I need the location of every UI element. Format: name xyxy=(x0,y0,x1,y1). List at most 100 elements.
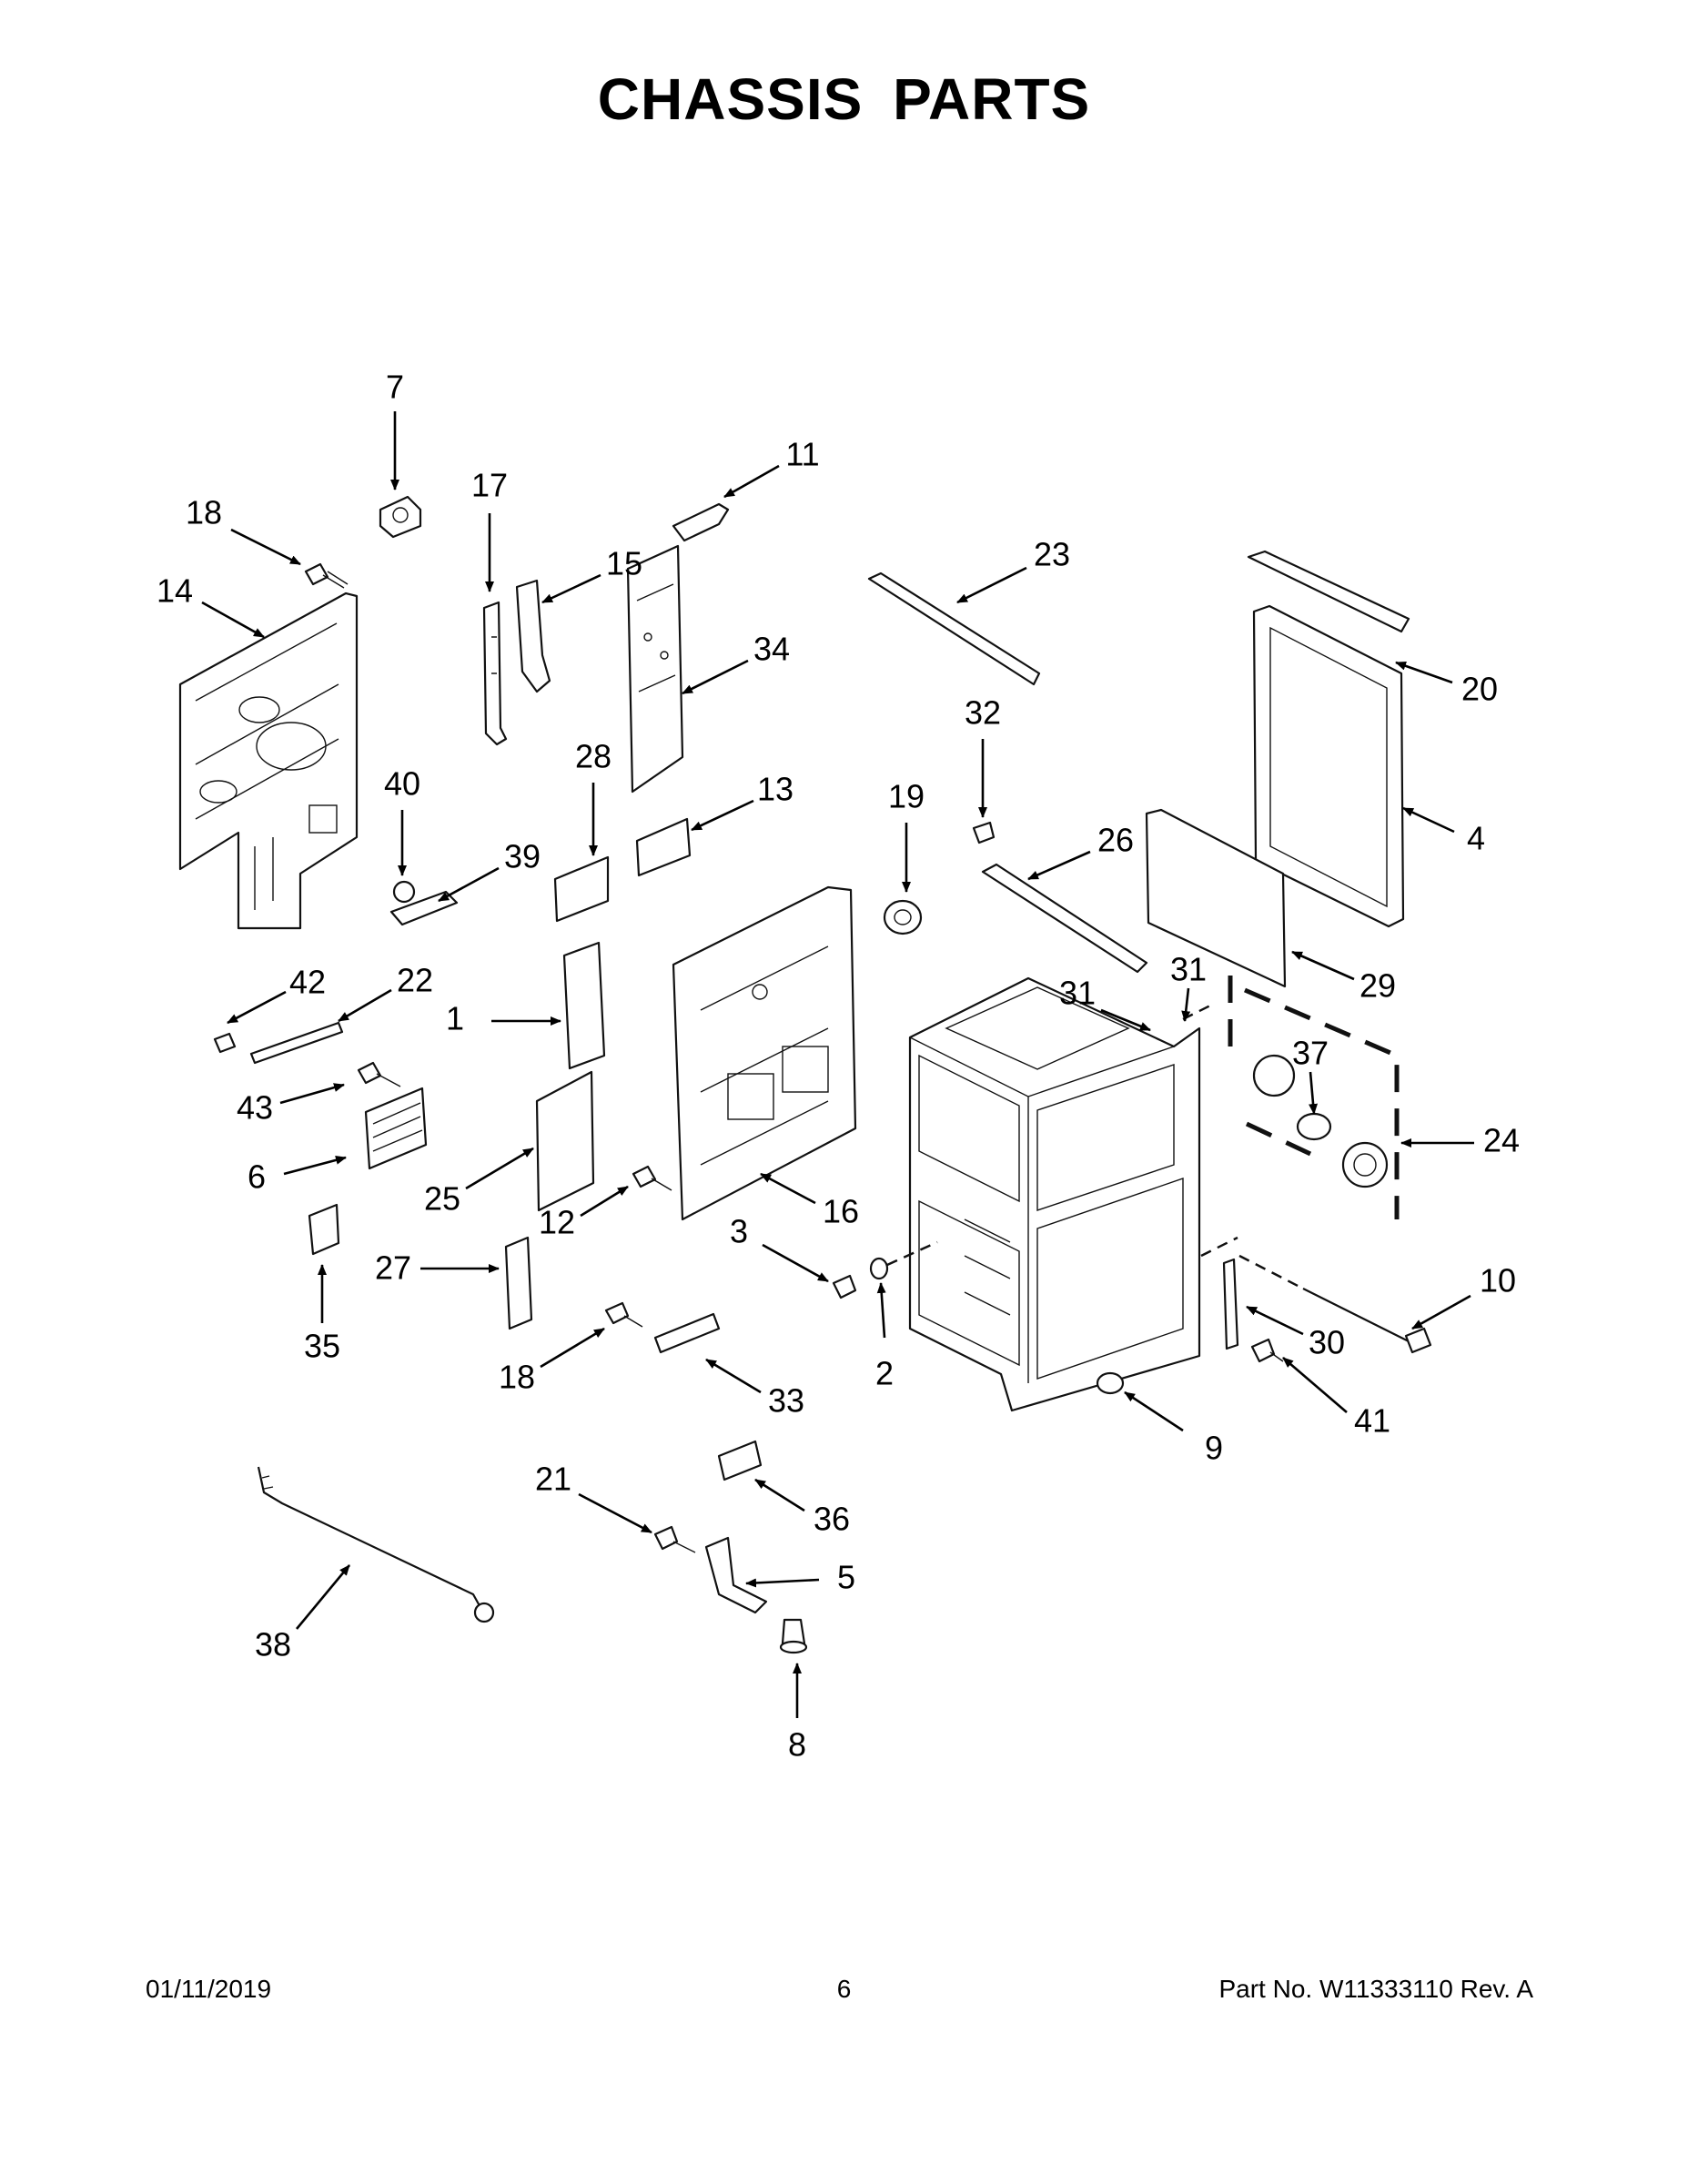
callout-label-37: 37 xyxy=(1292,1035,1329,1072)
callout-leader-31 xyxy=(1100,1008,1151,1032)
part-5-bracket xyxy=(704,1536,768,1614)
callout-leader-43 xyxy=(279,1083,345,1105)
part-23-rail xyxy=(867,571,1041,686)
callout-label-13: 13 xyxy=(757,771,793,808)
callout-label-22: 22 xyxy=(397,962,433,999)
part-38-wire-harness xyxy=(257,1466,495,1623)
callout-leader-14 xyxy=(201,601,265,639)
callout-label-21: 21 xyxy=(535,1461,571,1498)
callout-leader-38 xyxy=(295,1564,351,1630)
part-41-screw xyxy=(1250,1338,1284,1363)
part-18-screw-top xyxy=(304,562,349,589)
part-13-bracket xyxy=(635,817,692,877)
callout-label-40: 40 xyxy=(384,765,420,803)
callout-label-23: 23 xyxy=(1034,536,1070,573)
callout-label-15: 15 xyxy=(606,545,642,582)
part-31-oven-cavity xyxy=(908,976,1201,1412)
callout-label-38: 38 xyxy=(255,1626,291,1663)
callout-label-28: 28 xyxy=(575,738,612,775)
part-20-top-trim xyxy=(1247,550,1410,633)
callout-label-33: 33 xyxy=(768,1382,804,1420)
callout-label-41: 41 xyxy=(1354,1402,1390,1440)
part-24-light-assembly-group xyxy=(1228,976,1400,1219)
callout-label-35: 35 xyxy=(304,1328,340,1365)
callout-leader-41 xyxy=(1282,1357,1348,1413)
callout-leader-36 xyxy=(754,1478,805,1512)
callout-label-18: 18 xyxy=(499,1359,535,1396)
footer-part-number: Part No. W11333110 Rev. A xyxy=(1218,1975,1533,2003)
callout-label-31: 31 xyxy=(1170,951,1207,988)
callout-leader-16 xyxy=(760,1172,816,1205)
callout-leader-10 xyxy=(1411,1294,1471,1330)
callout-label-27: 27 xyxy=(375,1249,411,1287)
part-8-leveling-leg xyxy=(779,1618,808,1654)
part-18-screw-lower xyxy=(604,1301,643,1328)
callout-label-6: 6 xyxy=(248,1158,266,1196)
part-30-bracket xyxy=(1222,1258,1239,1350)
part-40-knob xyxy=(392,880,416,904)
callout-leader-11 xyxy=(723,464,780,499)
callout-label-19: 19 xyxy=(888,778,925,815)
part-16-side-panel xyxy=(672,885,857,1221)
part-2-washer xyxy=(869,1257,889,1280)
part-33-bracket xyxy=(653,1312,721,1354)
callout-label-3: 3 xyxy=(730,1213,748,1250)
part-27-bracket xyxy=(504,1236,533,1330)
part-15-bracket xyxy=(515,579,551,693)
callout-leader-42 xyxy=(227,990,287,1025)
callout-label-2: 2 xyxy=(875,1355,894,1392)
callout-label-25: 25 xyxy=(424,1180,460,1218)
part-22-strip xyxy=(249,1021,344,1065)
part-3-screw xyxy=(832,1274,857,1299)
callout-leader-31 xyxy=(1181,987,1191,1022)
callout-label-7: 7 xyxy=(386,369,404,406)
callout-leader-23 xyxy=(956,566,1027,604)
part-42-screw xyxy=(213,1032,237,1054)
part-35-clip xyxy=(308,1203,340,1256)
part-6-vent xyxy=(364,1087,428,1170)
part-12-screw xyxy=(632,1165,672,1191)
callout-label-14: 14 xyxy=(157,572,193,610)
callout-label-39: 39 xyxy=(504,838,541,875)
callout-leader-3 xyxy=(762,1243,829,1283)
part-7-switch xyxy=(379,495,422,539)
callout-label-24: 24 xyxy=(1483,1122,1520,1159)
callout-leader-22 xyxy=(338,988,392,1023)
callout-label-1: 1 xyxy=(446,1000,464,1037)
callout-label-32: 32 xyxy=(965,694,1001,732)
callout-label-34: 34 xyxy=(753,631,790,668)
callout-leader-9 xyxy=(1124,1390,1184,1432)
callout-label-20: 20 xyxy=(1461,671,1498,708)
part-17-bracket xyxy=(482,601,508,746)
part-1-channel xyxy=(562,941,606,1070)
part-11-bracket xyxy=(672,502,730,542)
callout-leader-34 xyxy=(682,659,749,695)
callout-label-26: 26 xyxy=(1097,822,1134,859)
callout-leader-12 xyxy=(580,1185,629,1218)
callout-label-42: 42 xyxy=(289,964,326,1001)
callout-labels: 1234567891011121314151617181819202122232… xyxy=(157,369,1520,1764)
callout-label-8: 8 xyxy=(788,1726,806,1764)
callout-leader-33 xyxy=(705,1358,762,1394)
callout-label-18: 18 xyxy=(186,494,222,531)
callout-label-5: 5 xyxy=(837,1559,855,1596)
callout-leader-29 xyxy=(1291,950,1355,981)
callout-leader-15 xyxy=(541,573,601,604)
callout-label-9: 9 xyxy=(1205,1430,1223,1467)
callout-leader-18 xyxy=(540,1327,605,1369)
part-19-grommet xyxy=(883,899,923,935)
callout-leader-13 xyxy=(691,799,754,832)
callout-label-29: 29 xyxy=(1359,967,1396,1005)
page-title: CHASSIS PARTS xyxy=(597,66,1091,132)
callout-leader-25 xyxy=(465,1147,534,1190)
callout-label-31: 31 xyxy=(1059,975,1096,1012)
part-43-screw xyxy=(357,1061,401,1087)
callout-leader-4 xyxy=(1402,806,1455,834)
part-29-panel xyxy=(1145,808,1287,988)
part-34-side-plate xyxy=(626,544,684,794)
part-14-rear-panel xyxy=(178,592,359,930)
callout-label-10: 10 xyxy=(1480,1262,1516,1299)
callout-leader-37 xyxy=(1309,1071,1319,1115)
callout-leader-30 xyxy=(1246,1305,1304,1336)
